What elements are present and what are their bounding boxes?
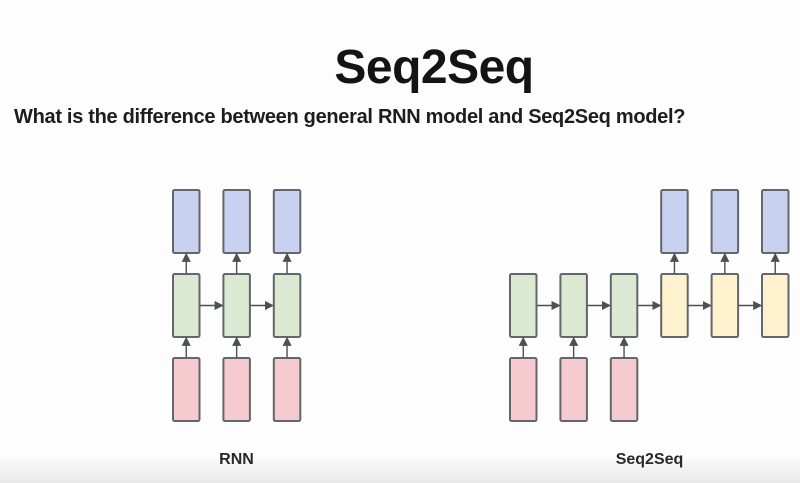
decoder-hidden-box (710, 273, 740, 338)
encoder-hidden-box (272, 273, 302, 338)
input-box (272, 357, 302, 422)
input-box (609, 357, 639, 422)
input-box (559, 357, 588, 422)
decoder-hidden-box (761, 273, 790, 338)
seq2seq-diagram (509, 189, 790, 422)
encoder-hidden-box (509, 273, 538, 338)
encoder-hidden-box (222, 273, 251, 338)
output-box (272, 189, 302, 254)
output-box (710, 189, 740, 254)
encoder-hidden-box (172, 273, 201, 338)
input-box (172, 357, 201, 422)
question-text: What is the difference between general R… (14, 106, 686, 128)
seq2seq-diagram-label: Seq2Seq (615, 451, 684, 468)
rnn-diagram (172, 189, 302, 422)
rnn-diagram-label: RNN (219, 451, 254, 468)
output-box (172, 189, 201, 254)
decoder-hidden-box (660, 273, 689, 338)
encoder-hidden-box (609, 273, 639, 338)
output-box (660, 189, 689, 254)
input-box (509, 357, 538, 422)
input-box (222, 357, 251, 422)
page-title: Seq2Seq (334, 41, 534, 95)
encoder-hidden-box (559, 273, 588, 338)
output-box (761, 189, 790, 254)
output-box (222, 189, 251, 254)
